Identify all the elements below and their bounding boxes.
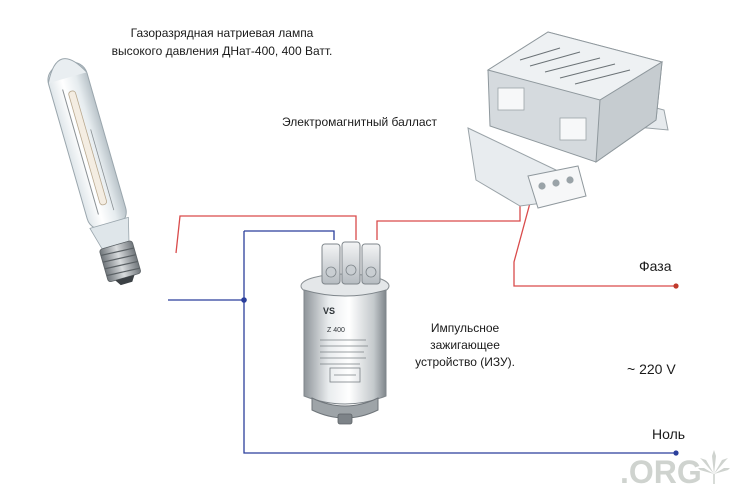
voltage-label: ~ 220 V: [627, 361, 676, 377]
ballast-image: [467, 31, 669, 209]
watermark-text: .ORG: [620, 454, 702, 490]
igniter-image: VS Z 400: [300, 241, 390, 425]
igniter-caption-line3: устройство (ИЗУ).: [415, 355, 515, 369]
cannabis-leaf-icon: [698, 450, 730, 484]
lamp-caption-line2: высокого давления ДНат-400, 400 Ватт.: [111, 44, 333, 58]
igniter-model: Z 400: [327, 327, 345, 334]
neutral-terminal-dot: [673, 450, 679, 456]
phase-terminal-dot: [673, 283, 679, 289]
ballast-caption: Электромагнитный балласт: [282, 115, 437, 129]
neutral-wire: [168, 230, 676, 454]
neutral-label: Ноль: [652, 426, 686, 442]
igniter-brand: VS: [323, 306, 335, 316]
phase-label: Фаза: [639, 258, 672, 274]
igniter-caption-line1: Импульсное: [430, 321, 500, 335]
igniter-caption: Импульсное зажигающее устройство (ИЗУ).: [404, 320, 526, 371]
neutral-junction-dot: [241, 297, 247, 303]
watermark: .ORG: [620, 452, 732, 496]
igniter-caption-line2: зажигающее: [430, 338, 500, 352]
lamp-image: [47, 58, 141, 286]
lamp-caption-line1: Газоразрядная натриевая лампа: [130, 26, 314, 40]
igniter-label-area: VS Z 400: [320, 306, 368, 383]
phase-wire: [175, 199, 676, 287]
lamp-caption: Газоразрядная натриевая лампа высокого д…: [72, 24, 372, 60]
